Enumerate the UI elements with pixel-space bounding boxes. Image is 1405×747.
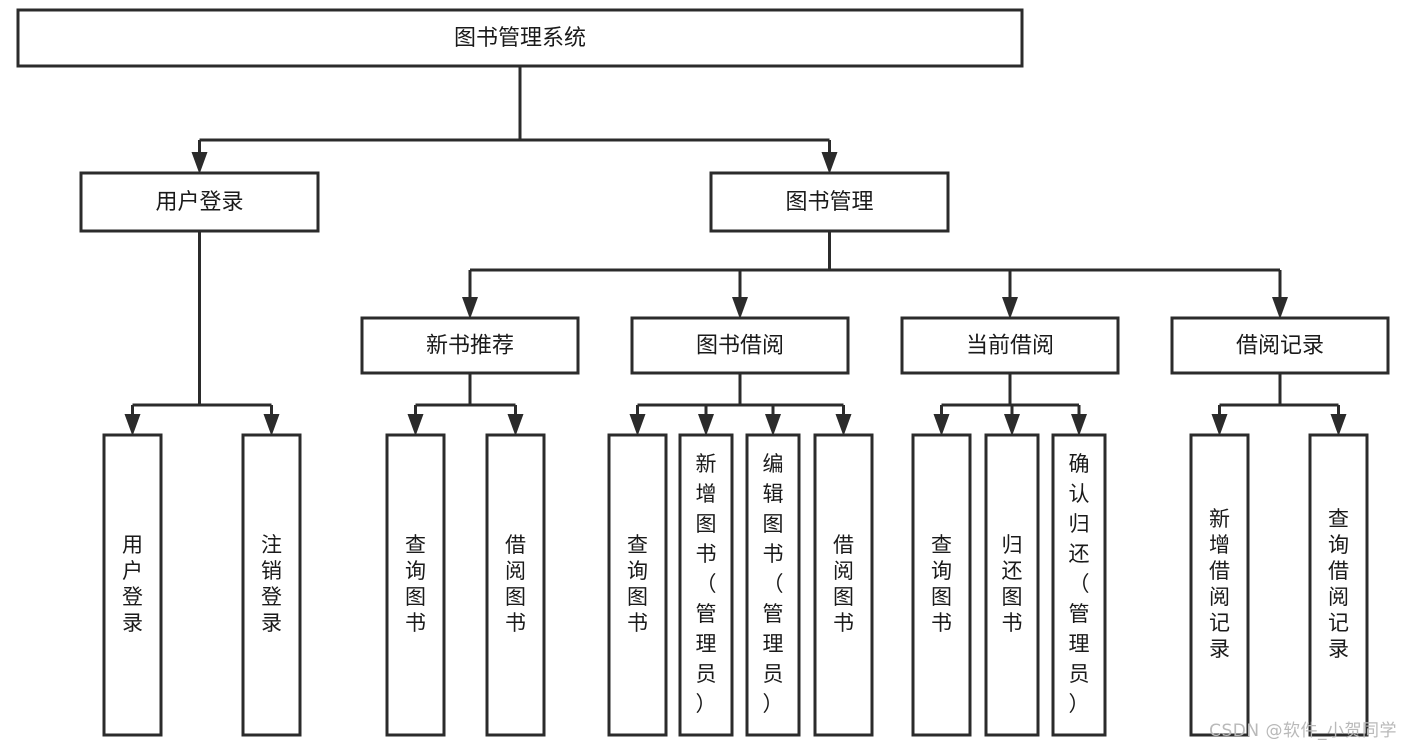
node-leaf-query-record[interactable]: 查询借阅记录	[1308, 433, 1369, 737]
node-new-book-rec[interactable]: 新书推荐	[360, 316, 580, 375]
node-leaf-logout[interactable]: 注销登录	[241, 433, 302, 737]
node-label: 新增图书（管理员）	[696, 452, 717, 716]
node-label: 查询图书	[931, 533, 952, 635]
edge-group-book-manage	[462, 231, 1288, 319]
node-label: 借阅图书	[505, 533, 526, 635]
node-leaf-return-book[interactable]: 归还图书	[984, 433, 1040, 737]
edge-group-user-login	[124, 231, 280, 436]
csdn-watermark: CSDN @软件_小贺同学	[1209, 721, 1397, 741]
node-leaf-query-book-2[interactable]: 查询图书	[607, 433, 668, 737]
node-user-login[interactable]: 用户登录	[79, 171, 320, 233]
node-layer: 图书管理系统用户登录图书管理新书推荐图书借阅当前借阅借阅记录用户登录注销登录查询…	[16, 8, 1390, 737]
node-leaf-add-record[interactable]: 新增借阅记录	[1189, 433, 1250, 737]
node-leaf-add-book-admin[interactable]: 新增图书（管理员）	[678, 433, 734, 737]
edge-group-new-book-rec	[407, 373, 524, 436]
node-label: 借阅记录	[1236, 334, 1324, 359]
node-label: 编辑图书（管理员）	[763, 452, 784, 716]
node-label: 图书借阅	[696, 334, 784, 359]
node-current-borrow[interactable]: 当前借阅	[900, 316, 1120, 375]
node-label: 查询图书	[405, 533, 426, 635]
node-leaf-borrow-book-2[interactable]: 借阅图书	[813, 433, 874, 737]
node-label: 确认归还（管理员）	[1069, 452, 1090, 716]
node-book-manage[interactable]: 图书管理	[709, 171, 950, 233]
edge-group-root	[191, 66, 838, 174]
node-borrow-record[interactable]: 借阅记录	[1170, 316, 1390, 375]
node-label: 用户登录	[122, 533, 143, 635]
node-label: 用户登录	[155, 190, 243, 215]
node-book-borrow[interactable]: 图书借阅	[630, 316, 850, 375]
node-leaf-confirm-return-admin[interactable]: 确认归还（管理员）	[1051, 433, 1107, 737]
edge-group-borrow-record	[1211, 373, 1347, 436]
node-label: 图书管理	[785, 190, 873, 215]
edge-layer	[124, 66, 1347, 436]
node-leaf-query-book-3[interactable]: 查询图书	[911, 433, 972, 737]
node-label: 新增借阅记录	[1209, 507, 1230, 661]
node-root[interactable]: 图书管理系统	[16, 8, 1024, 68]
node-leaf-query-book-1[interactable]: 查询图书	[385, 433, 446, 737]
node-label: 归还图书	[1002, 533, 1023, 635]
node-label: 查询图书	[627, 533, 648, 635]
node-label: 借阅图书	[833, 533, 854, 635]
node-label: 查询借阅记录	[1328, 507, 1349, 661]
node-label: 当前借阅	[966, 334, 1054, 359]
edge-group-book-borrow	[629, 373, 852, 436]
node-leaf-borrow-book-1[interactable]: 借阅图书	[485, 433, 546, 737]
node-leaf-edit-book-admin[interactable]: 编辑图书（管理员）	[745, 433, 801, 737]
edge-group-current-borrow	[933, 373, 1087, 436]
node-leaf-user-login[interactable]: 用户登录	[102, 433, 163, 737]
node-label: 图书管理系统	[454, 26, 586, 51]
node-label: 新书推荐	[426, 334, 514, 359]
node-label: 注销登录	[261, 533, 282, 635]
